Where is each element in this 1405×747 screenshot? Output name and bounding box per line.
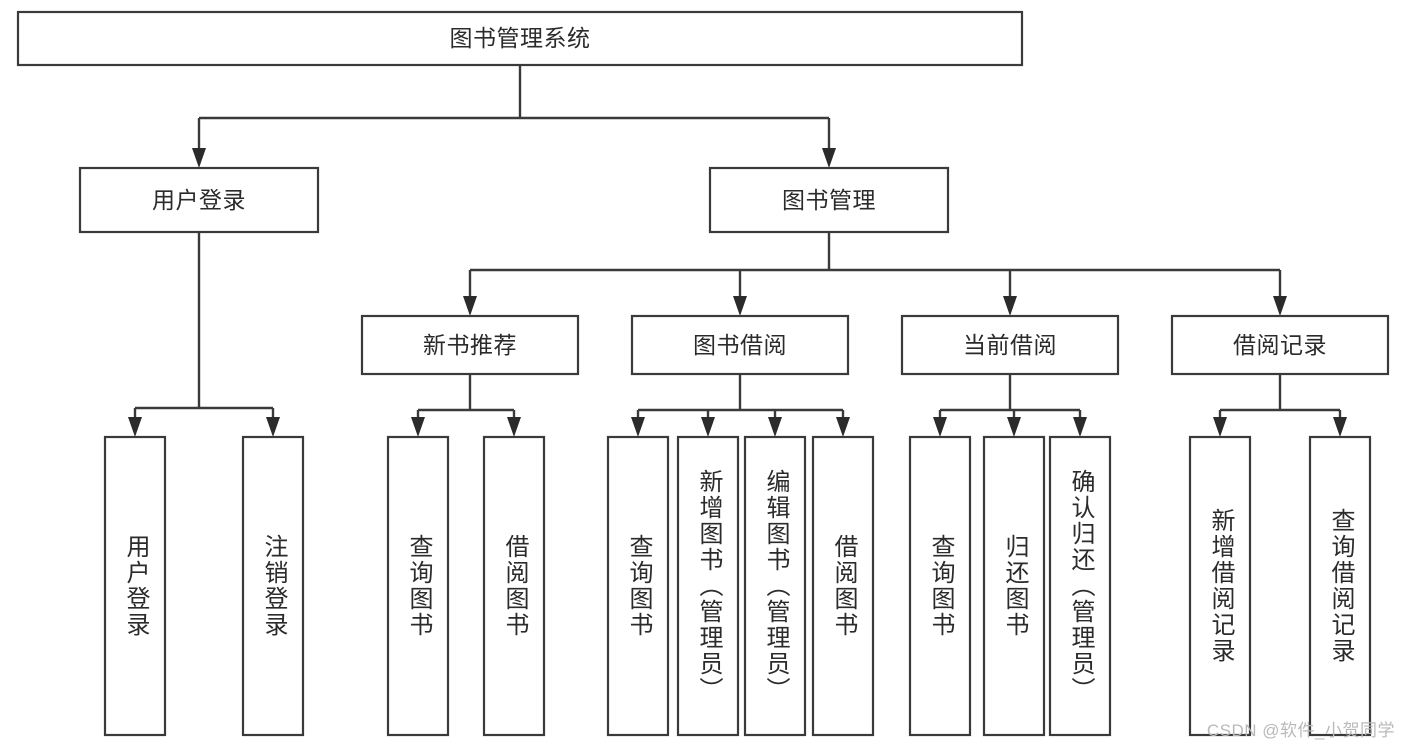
arrow-down-icon-leaf-0 — [128, 417, 142, 437]
arrow-down-icon-leaf-5 — [701, 417, 715, 437]
node-leaf-borrow-book-1[interactable] — [482, 435, 546, 737]
arrow-down-icon-leaf-9 — [1007, 417, 1021, 437]
arrow-down-icon-level3-3 — [1273, 296, 1287, 316]
node-root[interactable] — [16, 10, 1024, 67]
node-leaf-query-book-2[interactable] — [606, 435, 670, 737]
node-current-borrow[interactable] — [900, 314, 1120, 376]
arrow-down-icon-leaf-11 — [1213, 417, 1227, 437]
node-book-management[interactable] — [708, 166, 950, 234]
arrow-down-icon-leaf-7 — [836, 417, 850, 437]
node-leaf-query-book-3[interactable] — [908, 435, 972, 737]
node-leaf-confirm-return[interactable] — [1048, 435, 1112, 737]
arrow-down-icon-leaf-12 — [1333, 417, 1347, 437]
arrow-down-icon-level2-1 — [822, 148, 836, 168]
boxes-layer — [16, 10, 1390, 737]
arrow-down-icon-level3-2 — [1003, 296, 1017, 316]
node-leaf-query-book-1[interactable] — [386, 435, 450, 737]
arrow-down-icon-leaf-1 — [266, 417, 280, 437]
arrow-down-icon-leaf-8 — [933, 417, 947, 437]
arrow-down-icon-leaf-6 — [768, 417, 782, 437]
arrow-down-icon-leaf-4 — [631, 417, 645, 437]
node-leaf-return-book[interactable] — [982, 435, 1046, 737]
arrow-down-icon-leaf-10 — [1073, 417, 1087, 437]
node-book-borrow[interactable] — [630, 314, 850, 376]
node-leaf-edit-book[interactable] — [743, 435, 807, 737]
node-leaf-user-login[interactable] — [103, 435, 167, 737]
node-leaf-borrow-book-2[interactable] — [811, 435, 875, 737]
node-leaf-query-record[interactable] — [1308, 435, 1372, 737]
node-leaf-logout[interactable] — [241, 435, 305, 737]
watermark: CSDN @软件_小贺同学 — [1206, 721, 1395, 740]
connectors-layer — [128, 65, 1347, 437]
node-user-login[interactable] — [78, 166, 320, 234]
arrow-down-icon-level3-0 — [463, 296, 477, 316]
arrow-down-icon-level2-0 — [192, 148, 206, 168]
arrow-down-icon-leaf-2 — [411, 417, 425, 437]
arrow-down-icon-leaf-3 — [507, 417, 521, 437]
node-borrow-record[interactable] — [1170, 314, 1390, 376]
node-leaf-add-book[interactable] — [676, 435, 740, 737]
arrow-down-icon-level3-1 — [733, 296, 747, 316]
node-leaf-add-record[interactable] — [1188, 435, 1252, 737]
node-new-book-recommend[interactable] — [360, 314, 580, 376]
